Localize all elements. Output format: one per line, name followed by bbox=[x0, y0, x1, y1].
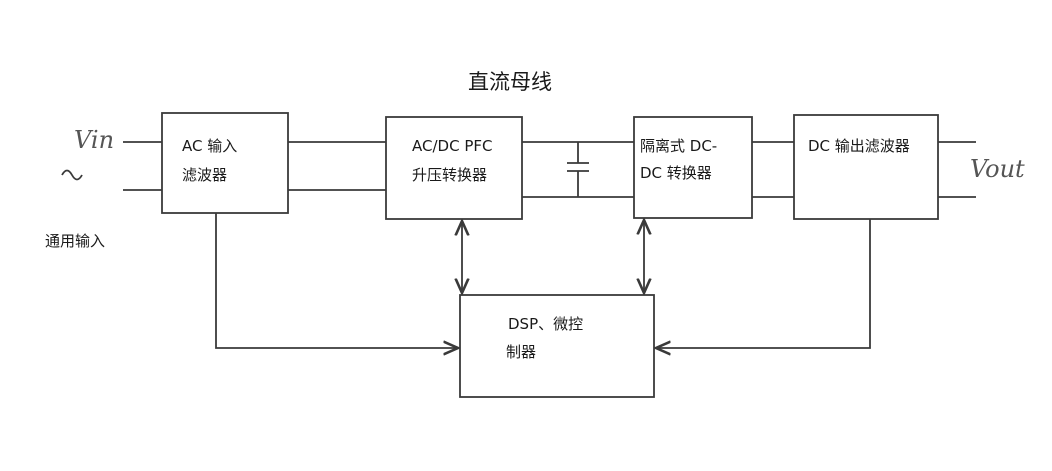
isolated-dcdc-converter-block bbox=[633, 116, 753, 219]
dcdc-line1: 隔离式 DC- bbox=[640, 137, 717, 155]
pfc-line2: 升压转换器 bbox=[412, 166, 487, 184]
dc-output-filter-block bbox=[793, 114, 939, 220]
ac-filter-line1: AC 输入 bbox=[182, 137, 237, 155]
dc-bus-label: 直流母线 bbox=[468, 70, 552, 94]
dsp-line1: DSP、微控 bbox=[508, 315, 583, 333]
arrow-output-filter-to-dsp bbox=[656, 219, 871, 348]
vin-label: Vin bbox=[74, 126, 114, 154]
bus-capacitor-icon bbox=[567, 142, 589, 197]
pfc-boost-converter-block bbox=[385, 116, 523, 220]
universal-input-label: 通用输入 bbox=[45, 232, 105, 250]
dsp-microcontroller-block bbox=[459, 294, 655, 398]
arrow-filter-to-dsp bbox=[215, 213, 458, 348]
ac-source-icon bbox=[61, 169, 83, 181]
ac-input-filter-block bbox=[161, 112, 289, 214]
pfc-line1: AC/DC PFC bbox=[412, 137, 492, 155]
vout-label: Vout bbox=[970, 155, 1025, 183]
dcdc-line2: DC 转换器 bbox=[640, 164, 712, 182]
dc-filter-line1: DC 输出滤波器 bbox=[808, 137, 910, 155]
dsp-line2: 制器 bbox=[506, 343, 536, 361]
ac-filter-line2: 滤波器 bbox=[182, 166, 227, 184]
